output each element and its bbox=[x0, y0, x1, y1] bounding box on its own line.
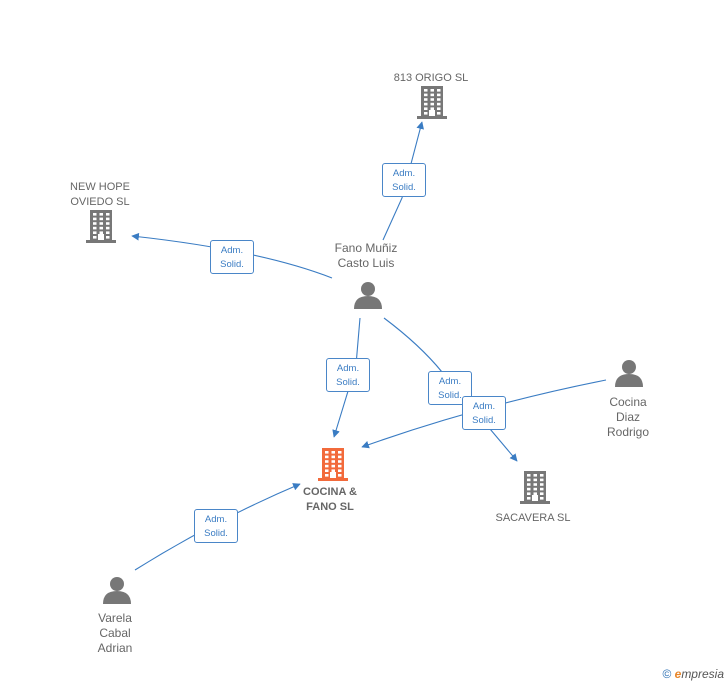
person-icon[interactable] bbox=[103, 577, 131, 604]
node-label-cocina[interactable]: COCINA & FANO SL bbox=[303, 486, 357, 513]
copyright-symbol: © bbox=[662, 667, 672, 681]
edge-label-cocinadiaz-to-cocina[interactable]: Adm. Solid. bbox=[462, 396, 506, 430]
node-label-origo[interactable]: 813 ORIGO SL bbox=[393, 72, 469, 84]
node-label-varela[interactable]: Varela Cabal Adrian bbox=[97, 611, 133, 655]
building-icon[interactable] bbox=[318, 448, 348, 481]
copyright-notice: © empresia bbox=[662, 667, 724, 681]
node-label-cocinadiaz[interactable]: Cocina Diaz Rodrigo bbox=[606, 395, 650, 439]
node-label-newhope[interactable]: NEW HOPE OVIEDO SL bbox=[70, 181, 130, 208]
edge-label-fano-to-origo[interactable]: Adm. Solid. bbox=[382, 163, 426, 197]
person-icon[interactable] bbox=[354, 282, 382, 309]
building-icon[interactable] bbox=[86, 210, 116, 243]
building-icon[interactable] bbox=[520, 471, 550, 504]
edge-label-varela-to-cocina[interactable]: Adm. Solid. bbox=[194, 509, 238, 543]
person-icon[interactable] bbox=[615, 360, 643, 387]
edge-fano-to-origo bbox=[382, 121, 424, 241]
edge-label-fano-to-newhope[interactable]: Adm. Solid. bbox=[210, 240, 254, 274]
node-label-fano[interactable]: Fano Muñiz Casto Luis bbox=[334, 241, 398, 270]
edge-label-fano-to-cocina[interactable]: Adm. Solid. bbox=[326, 358, 370, 392]
node-label-sacavera[interactable]: SACAVERA SL bbox=[495, 512, 571, 524]
brand-logo: empresia bbox=[674, 667, 724, 681]
building-icon[interactable] bbox=[417, 86, 447, 119]
